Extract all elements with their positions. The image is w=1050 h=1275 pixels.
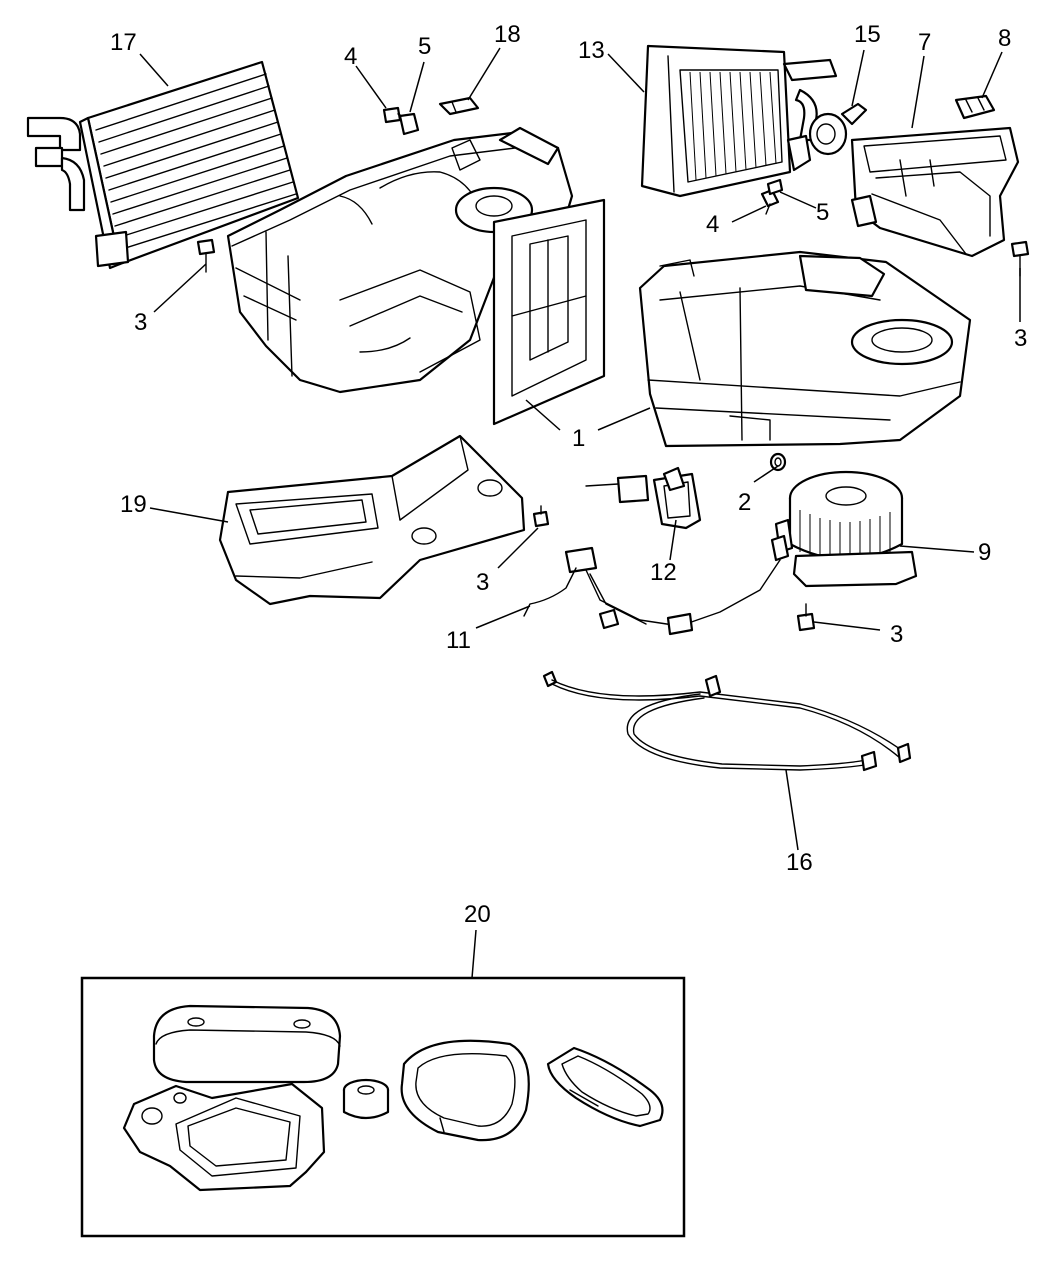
callout-1: 1 <box>572 425 585 452</box>
callout-3-blower: 3 <box>890 621 903 648</box>
hvac-housing-rear-part-1[interactable] <box>638 250 972 448</box>
blower-motor-part-9[interactable] <box>774 470 918 588</box>
callout-3-right: 3 <box>1014 325 1027 352</box>
rubber-grommet-seal[interactable] <box>342 1078 390 1120</box>
screw-part-3-heater[interactable] <box>196 238 216 273</box>
seal-kit-part-20[interactable] <box>80 976 686 1238</box>
callout-13: 13 <box>578 37 605 64</box>
callout-17: 17 <box>110 29 137 56</box>
callout-7: 7 <box>918 29 931 56</box>
clip-part-8[interactable] <box>954 94 996 120</box>
nut-part-5-right[interactable] <box>766 178 784 196</box>
callout-8: 8 <box>998 25 1011 52</box>
flange-gasket[interactable] <box>122 1082 326 1192</box>
screw-part-3-duct[interactable] <box>532 505 550 528</box>
callout-4-mid: 4 <box>706 211 719 238</box>
callout-5-mid: 5 <box>816 199 829 226</box>
grommet-part-2[interactable] <box>769 452 787 472</box>
oval-ring-seal[interactable] <box>400 1039 530 1142</box>
control-cables-part-16[interactable] <box>542 670 912 772</box>
callout-15: 15 <box>854 21 881 48</box>
wiring-harness-part-11[interactable] <box>523 534 790 636</box>
callout-12: 12 <box>650 559 677 586</box>
evaporator-part-13[interactable] <box>640 44 838 198</box>
callout-20: 20 <box>464 901 491 928</box>
leader-lines <box>139 47 1021 979</box>
foam-seal-pad[interactable] <box>152 1004 342 1084</box>
callout-19: 19 <box>120 491 147 518</box>
blower-resistor-part-12[interactable] <box>585 466 702 530</box>
hvac-housing-front-part-1[interactable] <box>226 126 606 426</box>
callout-4-top: 4 <box>344 43 357 70</box>
callout-labels: 17 4 5 18 13 15 7 8 4 5 3 3 1 2 19 3 12 … <box>110 21 1027 928</box>
tapered-ring-seal[interactable] <box>546 1046 664 1128</box>
air-inlet-door-part-7[interactable] <box>850 126 1020 258</box>
heater-core-part-17[interactable] <box>26 60 300 270</box>
retainer-clip-part-18[interactable] <box>438 96 480 116</box>
screw-part-3-blower[interactable] <box>796 603 816 632</box>
kit-frame <box>80 976 686 1238</box>
callout-2: 2 <box>738 489 751 516</box>
callout-3-left: 3 <box>134 309 147 336</box>
temperature-sensor-part-15[interactable] <box>808 102 868 156</box>
nut-part-5-left[interactable] <box>398 112 420 136</box>
callout-16: 16 <box>786 849 813 876</box>
callout-18: 18 <box>494 21 521 48</box>
duct-part-19[interactable] <box>218 434 526 606</box>
callout-5-top: 5 <box>418 33 431 60</box>
callout-11: 11 <box>446 627 471 654</box>
callout-9: 9 <box>978 539 991 566</box>
callout-3-duct: 3 <box>476 569 489 596</box>
